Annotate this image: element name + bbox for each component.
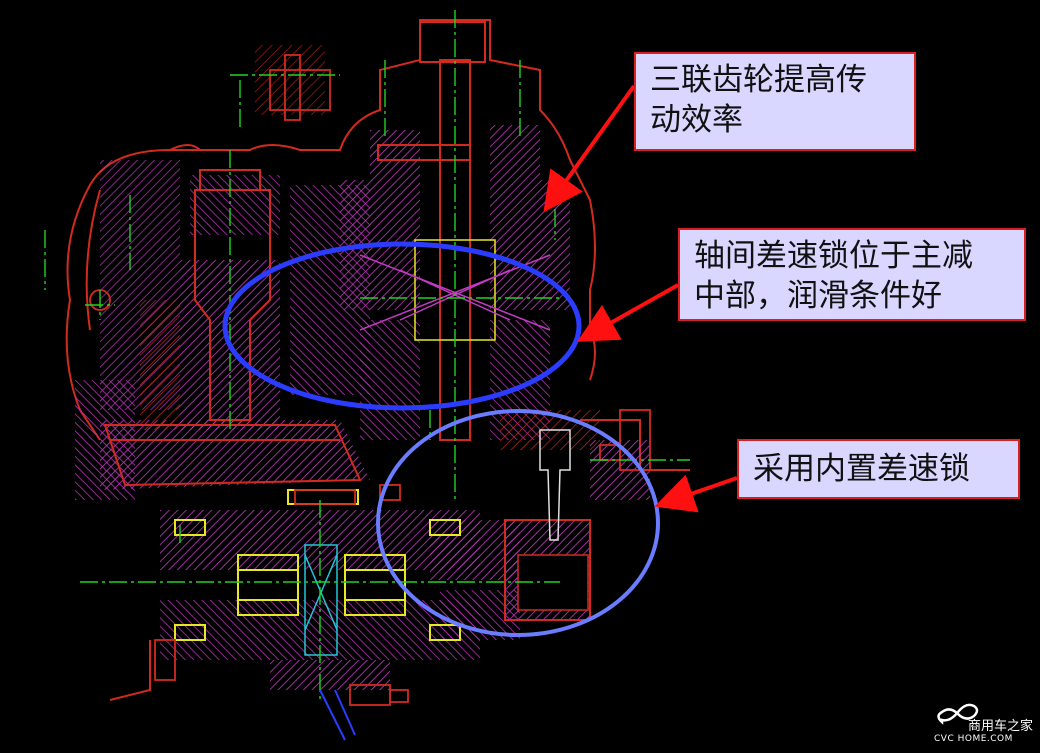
callout-arrows: [543, 84, 738, 513]
callout-text-line: 轴间差速锁位于主减: [694, 238, 973, 274]
callout-text-line: 中部，润滑条件好: [694, 278, 942, 314]
callout-triple-gear: 三联齿轮提高传 动效率: [634, 52, 916, 151]
logo-mark: [937, 703, 979, 725]
centerlines: [44, 10, 690, 700]
callout-text-line: 动效率: [650, 102, 743, 138]
callout-text-line: 采用内置差速锁: [753, 451, 970, 487]
callout-interaxle-lock: 轴间差速锁位于主减 中部，润滑条件好: [678, 228, 1026, 321]
lower-shaft: [319, 689, 356, 741]
bolts: [89, 54, 651, 706]
diff-lock-ellipse: [376, 409, 660, 637]
diff-lock-sleeve: [504, 429, 591, 621]
bevel-gear: [103, 424, 362, 487]
callout-internal-diff-lock: 采用内置差速锁: [737, 439, 1020, 499]
watermark-logo: 商用车之家 CVC HOME.COM: [932, 712, 1034, 746]
logo-sub-text: CVC HOME.COM: [934, 734, 1013, 744]
differential-center: [304, 544, 338, 656]
logo-brand-text: 商用车之家: [968, 719, 1034, 734]
callout-text-line: 三联齿轮提高传: [650, 62, 867, 98]
